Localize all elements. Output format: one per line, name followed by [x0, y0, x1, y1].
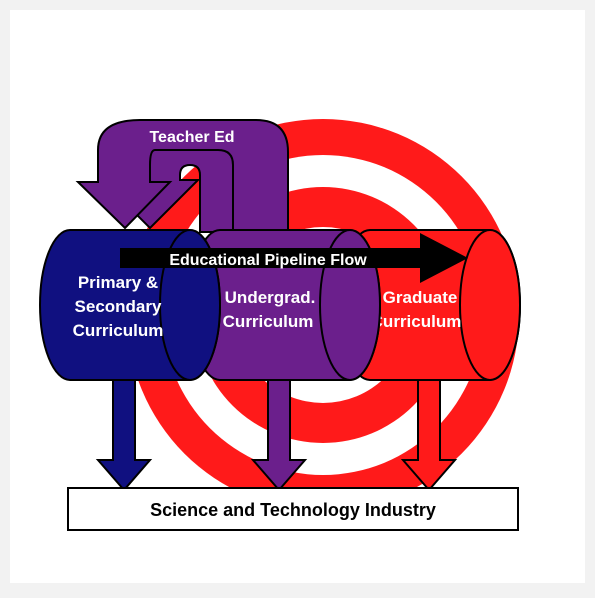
undergrad-output-arrow — [250, 379, 308, 492]
flow-label: Educational Pipeline Flow — [169, 252, 367, 269]
industry-label: Science and Technology Industry — [150, 500, 436, 520]
primary-label-line2: Secondary — [75, 297, 162, 316]
undergrad-label-line2: Curriculum — [223, 312, 314, 331]
pipeline-flow-arrow: Educational Pipeline Flow — [120, 233, 468, 283]
teacher-ed-arrow: Teacher Ed — [75, 119, 289, 233]
output-arrows — [95, 379, 458, 492]
industry-box: Science and Technology Industry — [67, 487, 519, 531]
primary-label-line3: Curriculum — [73, 321, 164, 340]
graduate-label-line1: Graduate — [383, 288, 458, 307]
primary-output-arrow — [95, 379, 153, 492]
feedback-arrow-outline — [75, 119, 289, 233]
graduate-label-line2: Curriculum — [371, 312, 462, 331]
industry-box-frame — [67, 487, 519, 531]
undergrad-label-line1: Undergrad. — [225, 288, 316, 307]
graduate-output-arrow — [400, 379, 458, 492]
flow-arrow-shape — [120, 233, 468, 283]
graduate-cylinder-end — [459, 229, 521, 381]
primary-label-line1: Primary & — [78, 273, 158, 292]
teacher-ed-label: Teacher Ed — [149, 129, 234, 146]
